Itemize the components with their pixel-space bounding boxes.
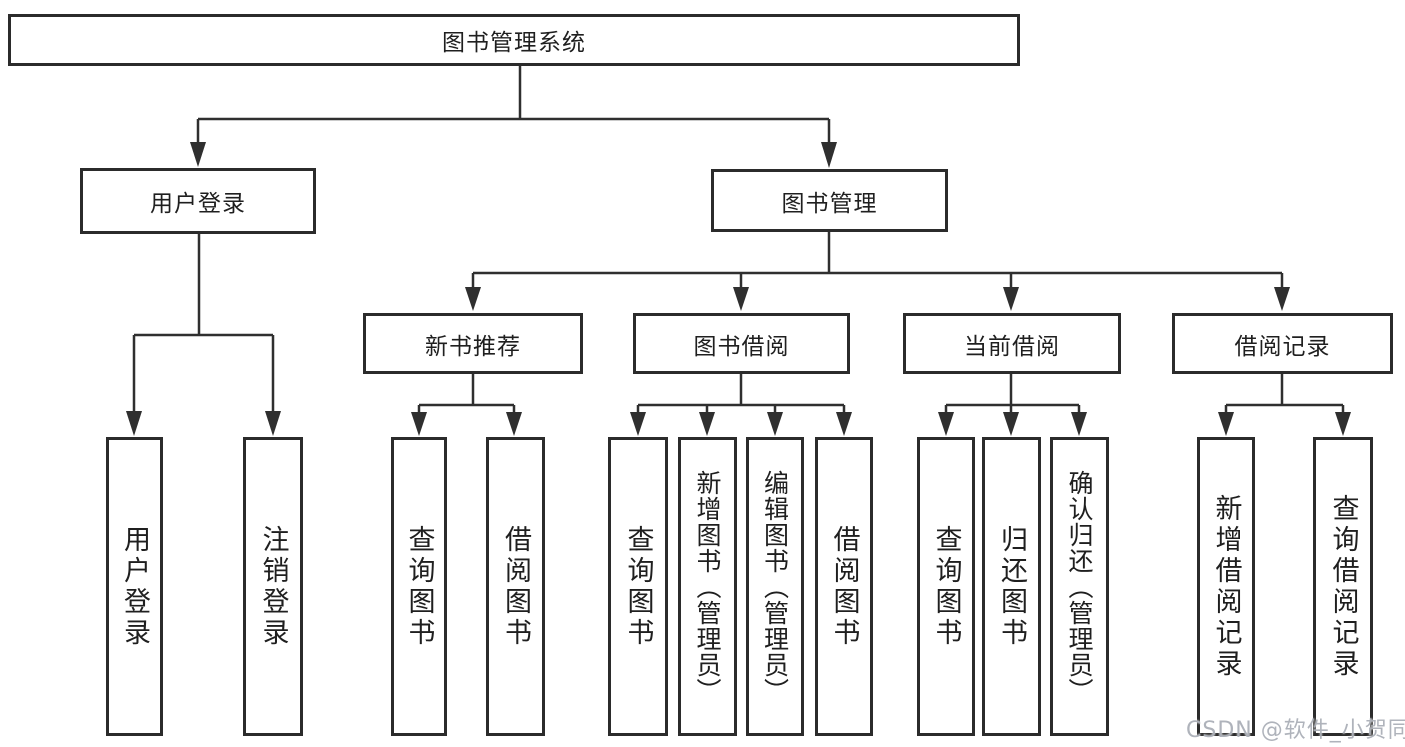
leaf-user-login: 用户登录 — [106, 437, 163, 736]
leaf-query-borrow-record: 查询借阅记录 — [1313, 437, 1373, 736]
node-library-management-system: 图书管理系统 — [8, 14, 1020, 66]
leaf-borrow-books-recommend: 借阅图书 — [486, 437, 545, 736]
node-new-book-recommendation: 新书推荐 — [363, 313, 583, 374]
node-borrowing-records: 借阅记录 — [1172, 313, 1393, 374]
node-user-login: 用户登录 — [80, 168, 316, 234]
leaf-add-borrow-record: 新增借阅记录 — [1197, 437, 1255, 736]
node-book-borrowing: 图书借阅 — [633, 313, 850, 374]
leaf-logout: 注销登录 — [243, 437, 303, 736]
leaf-query-books-recommend: 查询图书 — [391, 437, 447, 736]
node-current-borrowing: 当前借阅 — [903, 313, 1121, 374]
leaf-borrow-books: 借阅图书 — [815, 437, 873, 736]
leaf-edit-book-admin: 编辑图书（管理员） — [746, 437, 804, 736]
arrowheads — [126, 142, 1351, 436]
csdn-watermark: CSDN @软件_小贺同学 — [1186, 718, 1405, 743]
leaf-confirm-return-admin: 确认归还（管理员） — [1050, 437, 1109, 736]
node-book-management: 图书管理 — [711, 169, 948, 232]
leaf-query-books-borrow: 查询图书 — [608, 437, 668, 736]
leaf-query-books-current: 查询图书 — [917, 437, 975, 736]
leaf-add-book-admin: 新增图书（管理员） — [678, 437, 737, 736]
leaf-return-book: 归还图书 — [982, 437, 1041, 736]
